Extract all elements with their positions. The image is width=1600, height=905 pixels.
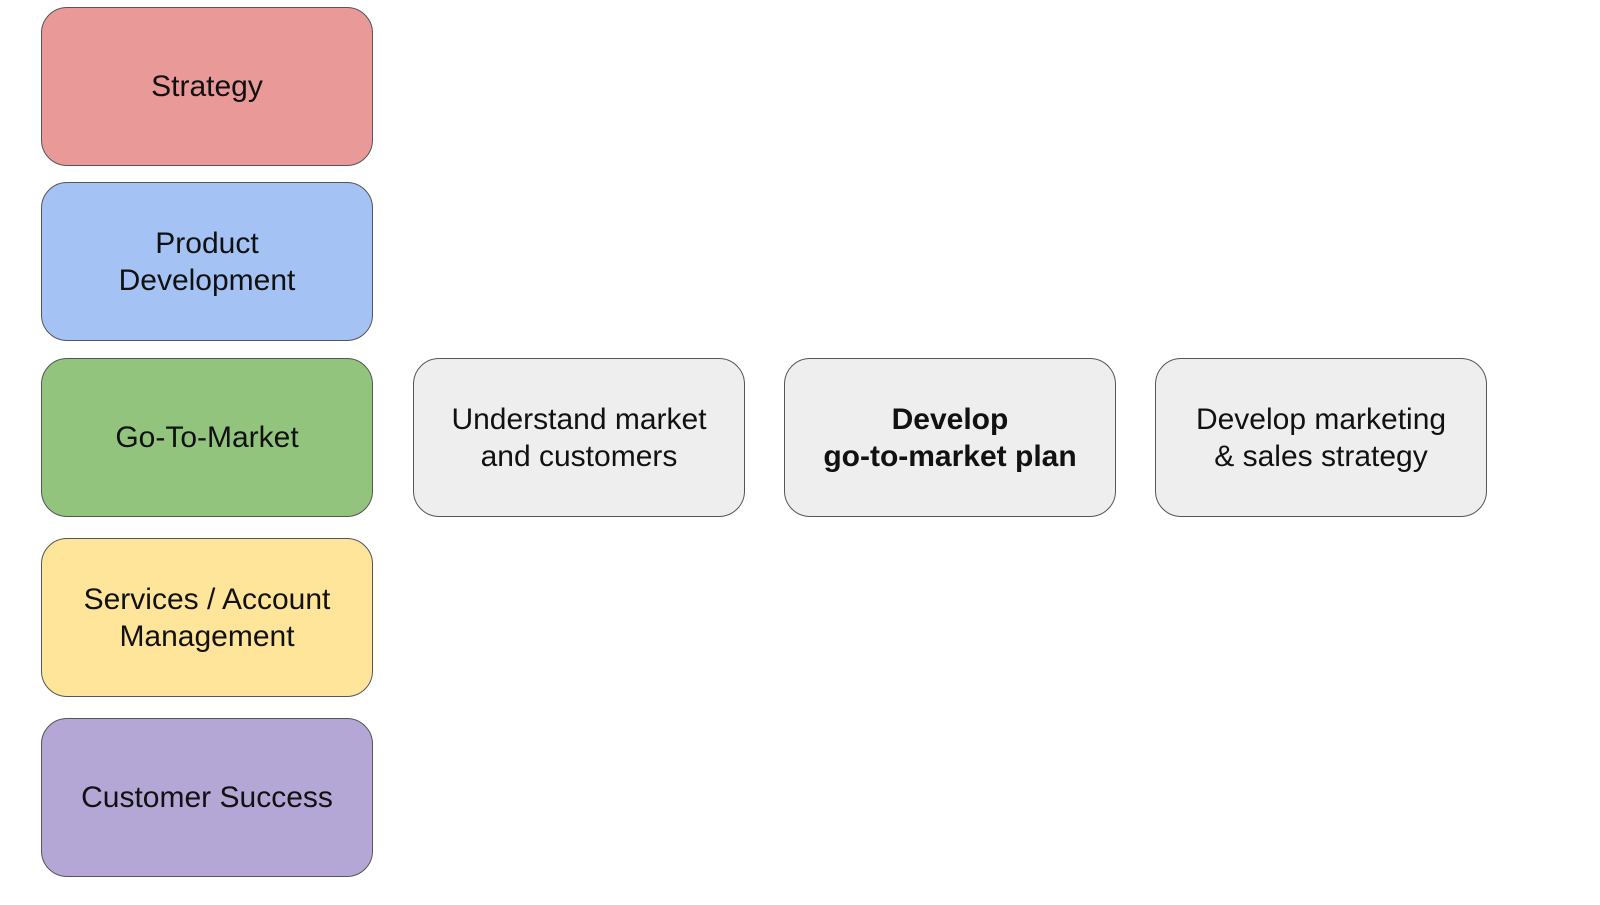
category-label: Go-To-Market — [115, 421, 299, 454]
step-label: Develop go-to-market plan — [823, 402, 1077, 473]
step-develop-gtm-plan[interactable]: Develop go-to-market plan — [784, 358, 1116, 517]
category-label: Services / Account Management — [83, 582, 331, 653]
category-label: Strategy — [151, 70, 263, 103]
category-services-account-management[interactable]: Services / Account Management — [41, 538, 373, 697]
step-develop-marketing-sales[interactable]: Develop marketing & sales strategy — [1155, 358, 1487, 517]
category-strategy[interactable]: Strategy — [41, 7, 373, 166]
category-product-development[interactable]: Product Development — [41, 182, 373, 341]
category-go-to-market[interactable]: Go-To-Market — [41, 358, 373, 517]
step-understand-market[interactable]: Understand market and customers — [413, 358, 745, 517]
category-label: Product Development — [118, 226, 296, 297]
category-customer-success[interactable]: Customer Success — [41, 718, 373, 877]
category-label: Customer Success — [81, 781, 333, 814]
step-label: Understand market and customers — [451, 402, 707, 473]
step-label: Develop marketing & sales strategy — [1195, 402, 1447, 473]
